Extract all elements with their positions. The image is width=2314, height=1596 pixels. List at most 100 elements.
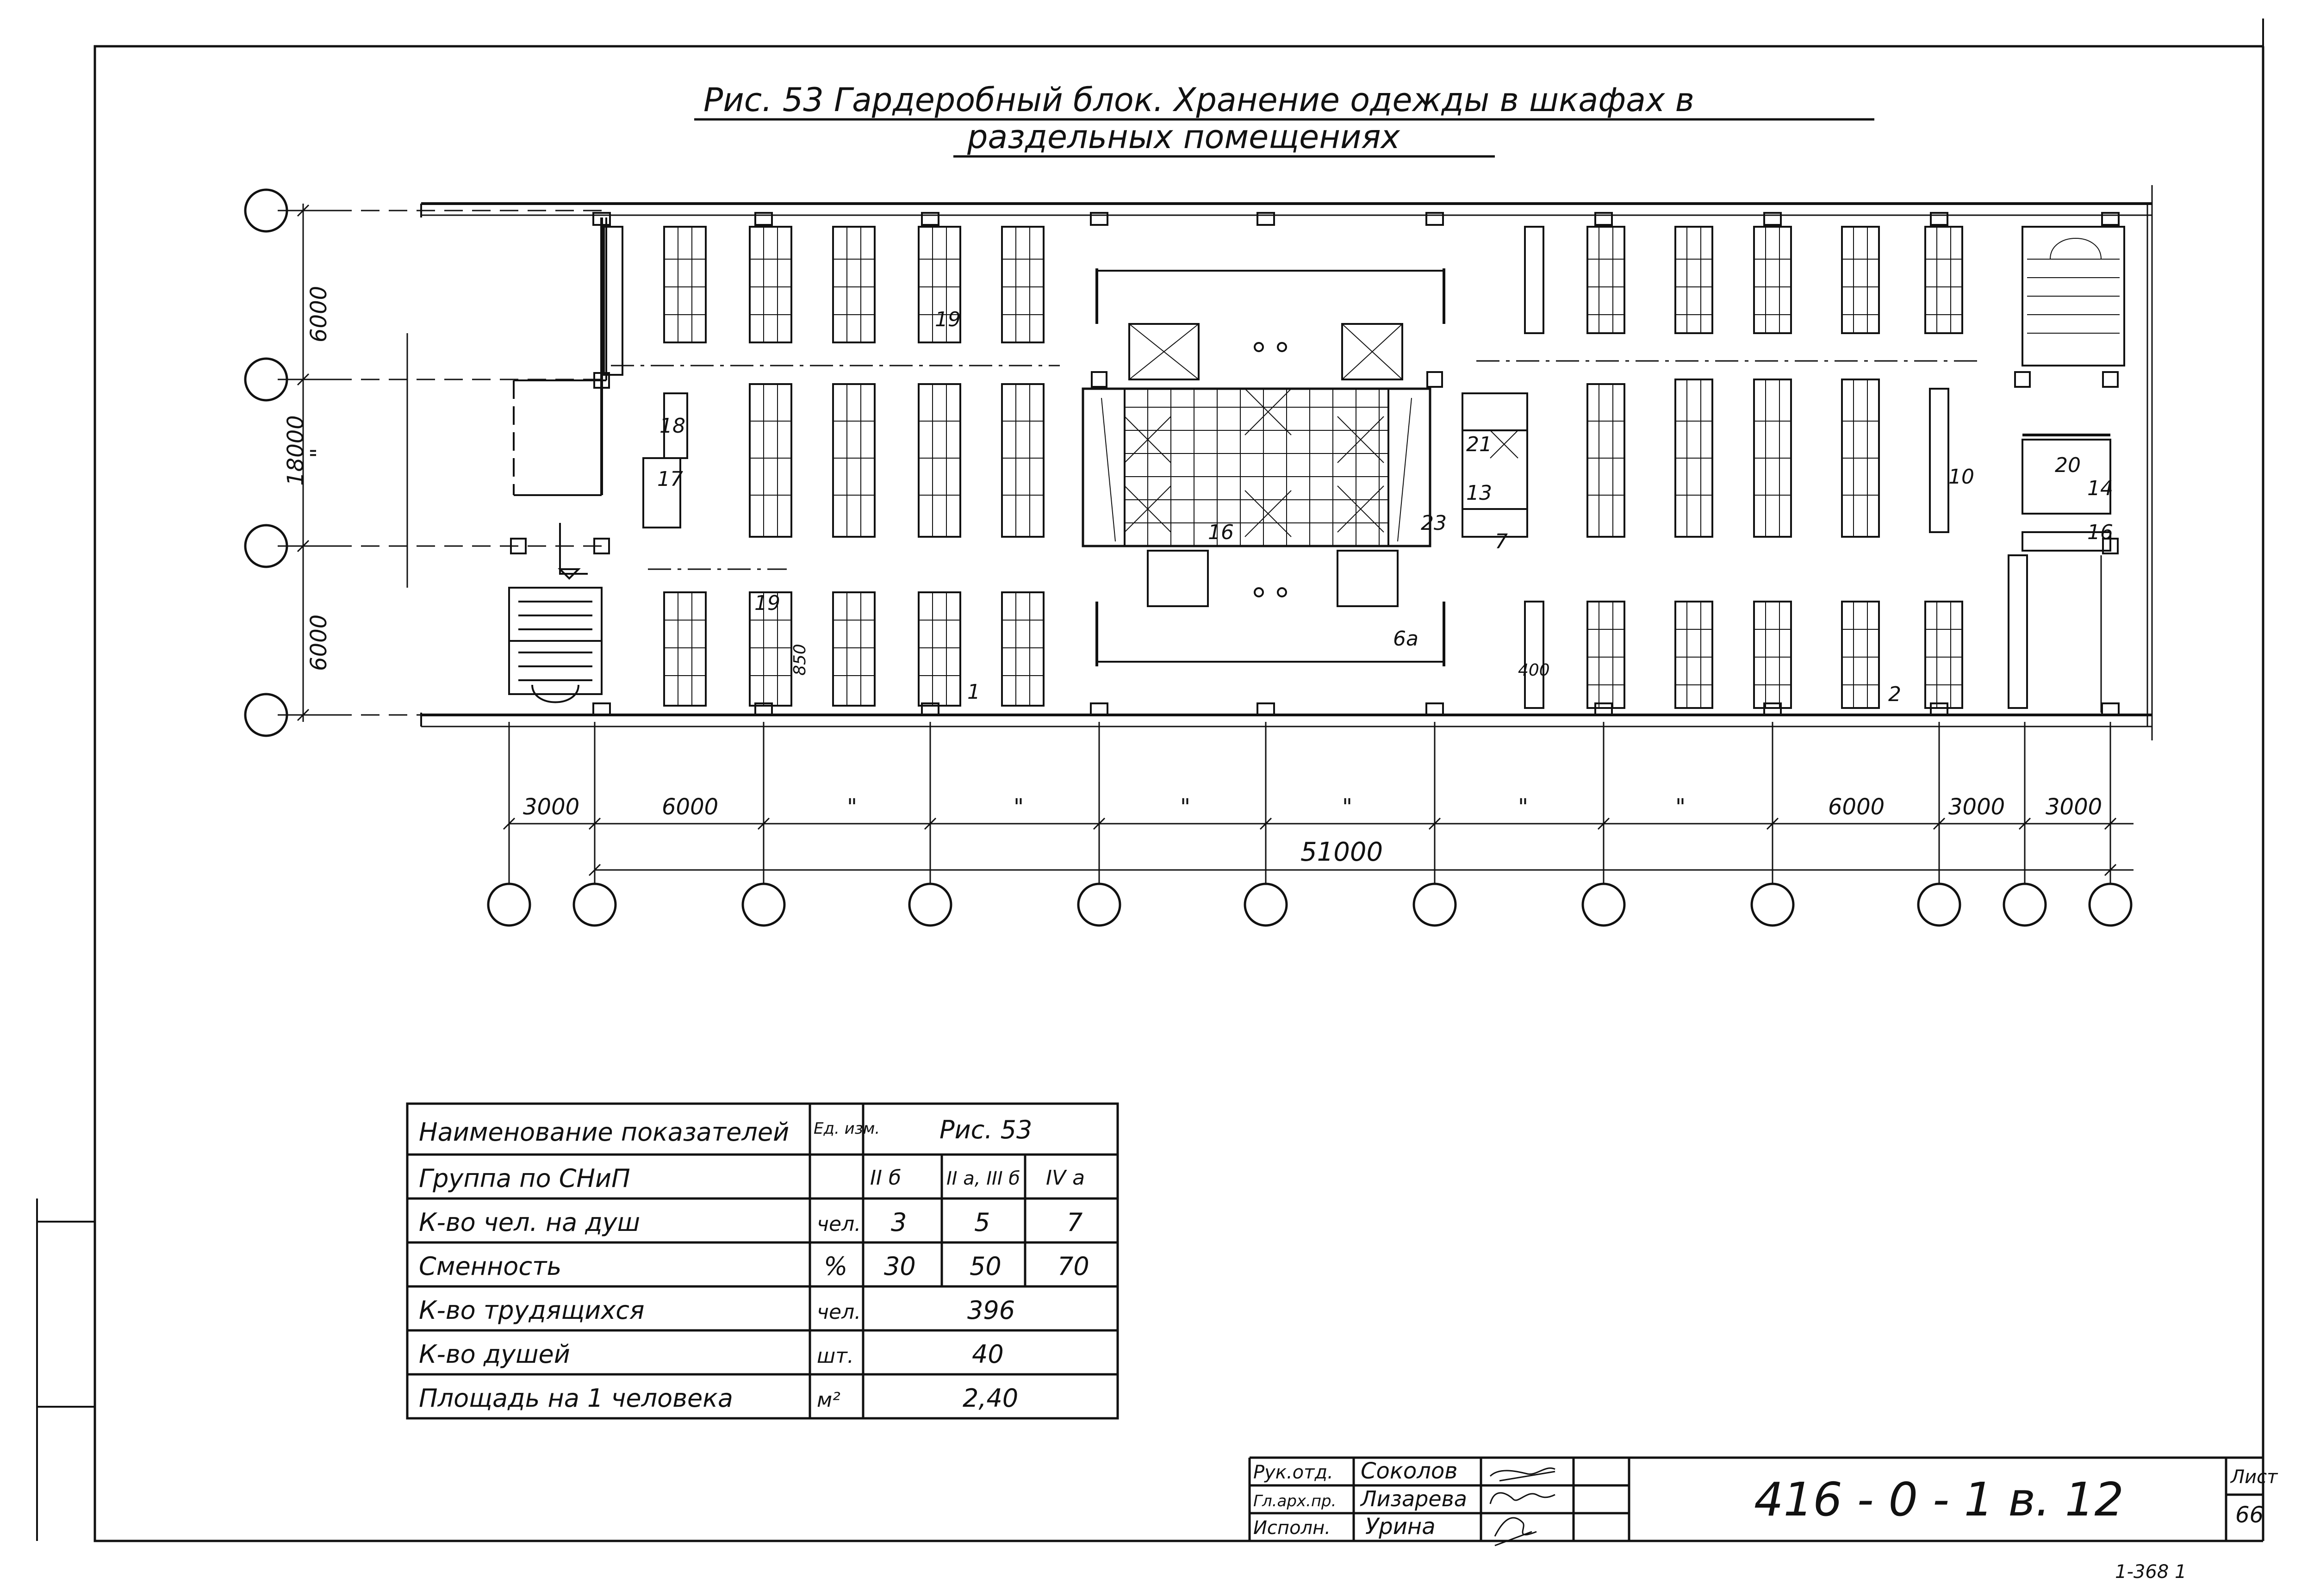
dim-left-18000: 18000 xyxy=(283,415,309,486)
table-cell: 70 xyxy=(1057,1252,1089,1281)
dimension-tick xyxy=(503,817,516,830)
table-cell: IV а xyxy=(1046,1166,1085,1190)
room-numbers: 19 18 17 19 1 21 13 7 23 16 6а 10 20 14 … xyxy=(657,308,2113,706)
room-number: 7 xyxy=(1495,530,1508,553)
dim-left-ditto: " xyxy=(306,448,332,458)
stamp-role: Исполн. xyxy=(1253,1517,1331,1539)
indicator-table xyxy=(406,1102,1119,1420)
footer-note: 1-368 1 xyxy=(2115,1561,2186,1583)
table-header-unit: Ед. изм. xyxy=(814,1119,880,1138)
wall-column xyxy=(1594,212,1613,226)
wall-column xyxy=(1090,212,1108,226)
dimension-tick xyxy=(1428,817,1441,830)
axis-bubble xyxy=(1412,882,1457,927)
floor-plan xyxy=(420,185,2153,740)
room-number: 16 xyxy=(1208,521,1234,544)
table-cell: 30 xyxy=(884,1252,916,1281)
dim-bottom-3: " xyxy=(1014,794,1024,820)
axis-bubble xyxy=(908,882,952,927)
room-number: 13 xyxy=(1466,481,1492,505)
wall-column xyxy=(1594,702,1613,716)
dim-bottom-10: 3000 xyxy=(2046,794,2102,820)
dimension-tick xyxy=(1093,817,1106,830)
dim-bottom-8: 6000 xyxy=(1828,794,1885,820)
dim-left-6000-top: 6000 xyxy=(306,286,332,342)
grid-axes xyxy=(244,188,2133,927)
table-row-unit: шт. xyxy=(817,1344,854,1368)
axis-bubble xyxy=(1244,882,1288,927)
room-number: 20 xyxy=(2055,453,2081,477)
dim-small-400: 400 xyxy=(1518,661,1550,680)
dimension-tick xyxy=(297,373,310,386)
table-cell: 7 xyxy=(1067,1208,1082,1237)
dimension-tick xyxy=(2104,817,2117,830)
dimension-tick xyxy=(297,540,310,553)
wall-column xyxy=(1425,212,1444,226)
stamp-role: Гл.арх.пр. xyxy=(1253,1492,1336,1510)
axis-bubble xyxy=(1581,882,1626,927)
axis-bubble xyxy=(1917,882,1961,927)
dim-bottom-7: " xyxy=(1675,794,1686,820)
structural-columns xyxy=(510,212,2120,716)
dim-bottom-6: " xyxy=(1518,794,1528,820)
table-row-unit: чел. xyxy=(817,1212,861,1236)
title-block-text: Рук.отд. Гл.арх.пр. Исполн. Соколов Лиза… xyxy=(1253,1458,2278,1583)
wall-column xyxy=(2101,702,2120,716)
axis-bubble xyxy=(1077,882,1121,927)
wall-column xyxy=(1425,702,1444,716)
wall-column xyxy=(1930,702,1948,716)
room-number: 19 xyxy=(754,591,780,615)
table-row-name: Площадь на 1 человека xyxy=(419,1384,733,1413)
room-number: 17 xyxy=(657,467,683,491)
dimension-tick xyxy=(1259,817,1272,830)
wall-column xyxy=(1090,702,1108,716)
table-cell: 2,40 xyxy=(963,1384,1018,1413)
wall-column xyxy=(1257,212,1275,226)
drawing-code: 416 - 0 - 1 в. 12 xyxy=(1754,1472,2124,1527)
table-header-fig: Рис. 53 xyxy=(939,1115,1032,1144)
wall-column xyxy=(754,702,773,716)
table-cell: 3 xyxy=(891,1208,907,1237)
room-number: 18 xyxy=(659,414,685,438)
dim-left-6000-bottom: 6000 xyxy=(306,615,332,671)
table-header-name: Наименование показателей xyxy=(419,1118,789,1147)
dimension-tick xyxy=(1597,817,1610,830)
dim-bottom-0: 3000 xyxy=(523,794,579,820)
wall-column xyxy=(2101,212,2120,226)
wall-column xyxy=(1930,212,1948,226)
table-row-name: Группа по СНиП xyxy=(419,1164,630,1193)
dimension-tick xyxy=(588,817,601,830)
dim-bottom-4: " xyxy=(1180,794,1190,820)
wall-column xyxy=(2102,538,2119,554)
table-cell: II б xyxy=(870,1166,901,1190)
sheet-label: Лист xyxy=(2230,1466,2278,1488)
room-number: 16 xyxy=(2087,521,2113,544)
stamp-name: Соколов xyxy=(1361,1458,1458,1484)
wall-column xyxy=(2014,371,2031,388)
table-row-unit: % xyxy=(824,1252,847,1281)
drawing-title-line-1: Рис. 53 Гардеробный блок. Хранение одежд… xyxy=(703,81,1694,119)
dimension-tick xyxy=(2018,817,2031,830)
dim-bottom-9: 3000 xyxy=(1948,794,2005,820)
table-row-name: К-во трудящихся xyxy=(419,1296,644,1325)
room-number: 14 xyxy=(2087,477,2113,500)
room-number: 2 xyxy=(1888,683,1901,706)
signatures xyxy=(1489,1467,1555,1546)
table-cell: 5 xyxy=(974,1208,990,1237)
dimension-tick xyxy=(757,817,770,830)
drawing-title-line-2: раздельных помещениях xyxy=(967,118,1400,156)
axis-bubble xyxy=(1750,882,1795,927)
dimension-tick xyxy=(1766,817,1779,830)
table-cell: 40 xyxy=(972,1340,1004,1369)
table-row-name: К-во душей xyxy=(419,1340,570,1369)
dim-small-850: 850 xyxy=(790,644,809,676)
table-cell: 396 xyxy=(967,1296,1015,1325)
wall-column xyxy=(921,212,939,226)
room-number: 23 xyxy=(1421,511,1447,535)
dimension-ticks xyxy=(297,204,2117,876)
wall-column xyxy=(2102,371,2119,388)
room-number: 19 xyxy=(935,308,961,331)
dim-bottom-5: " xyxy=(1342,794,1352,820)
table-row-unit: чел. xyxy=(817,1300,861,1324)
